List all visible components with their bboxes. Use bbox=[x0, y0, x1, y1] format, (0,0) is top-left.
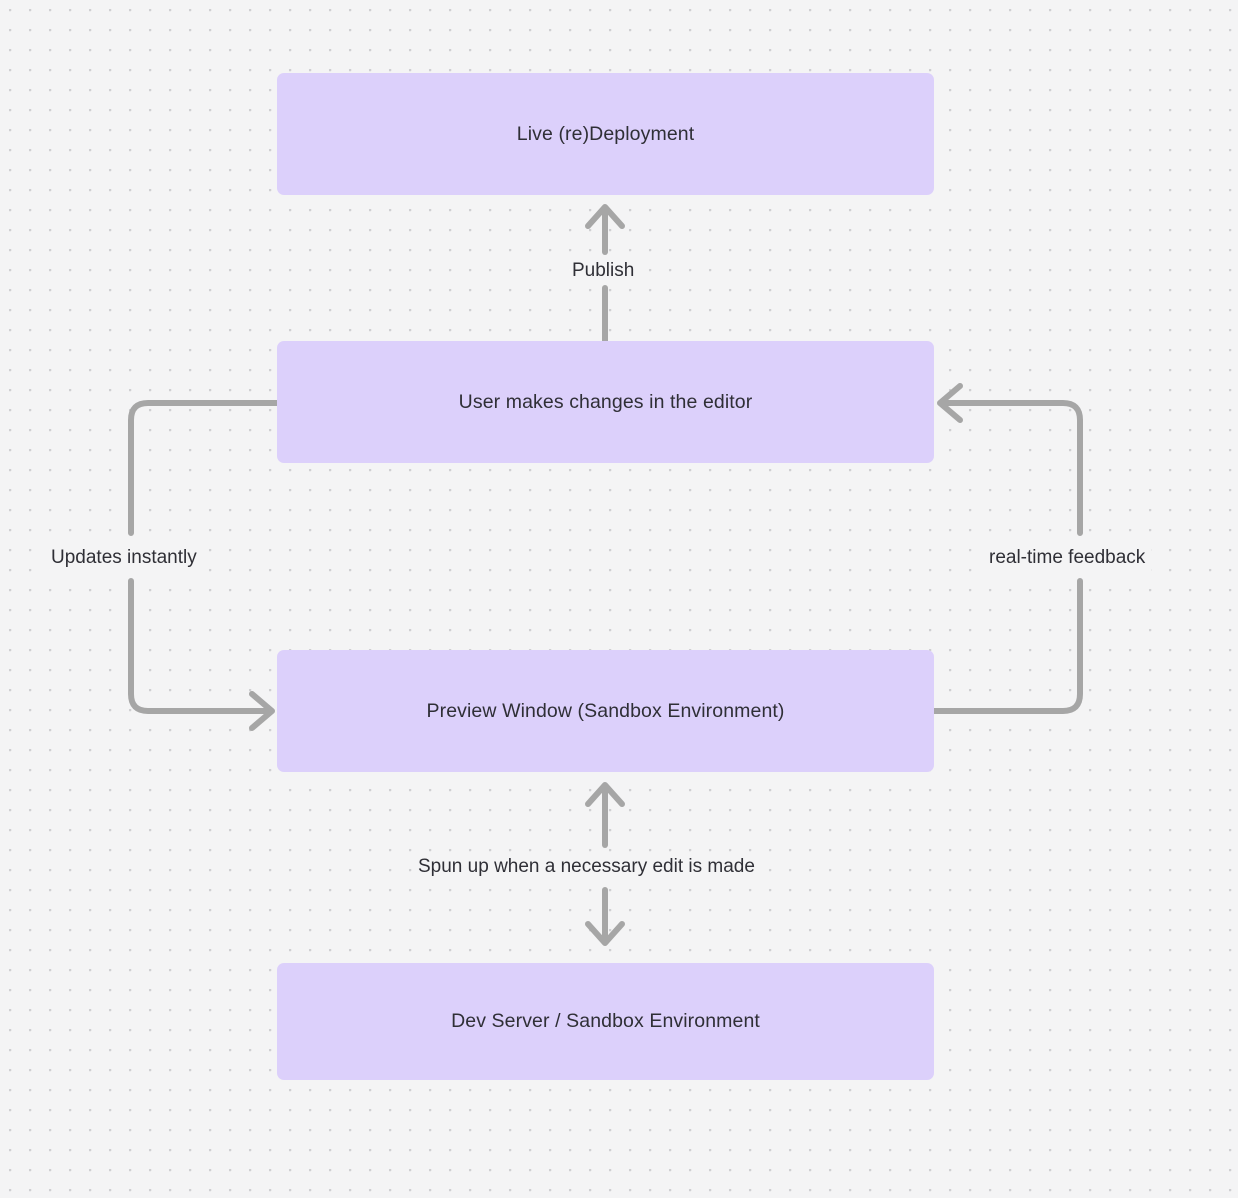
node-user-makes-changes[interactable]: User makes changes in the editor bbox=[277, 341, 934, 463]
node-user-makes-changes-label: User makes changes in the editor bbox=[458, 390, 753, 413]
node-dev-server[interactable]: Dev Server / Sandbox Environment bbox=[277, 963, 934, 1080]
edge-label-publish: Publish bbox=[566, 258, 641, 285]
node-live-redeployment[interactable]: Live (re)Deployment bbox=[277, 73, 934, 195]
node-preview-window[interactable]: Preview Window (Sandbox Environment) bbox=[277, 650, 934, 772]
edge-label-spun-up: Spun up when a necessary edit is made bbox=[412, 854, 761, 881]
edge-label-updates-instantly: Updates instantly bbox=[45, 545, 203, 572]
node-live-redeployment-label: Live (re)Deployment bbox=[516, 122, 695, 145]
node-dev-server-label: Dev Server / Sandbox Environment bbox=[451, 1010, 760, 1033]
edge-label-realtime-feedback: real-time feedback bbox=[983, 545, 1152, 572]
node-preview-window-label: Preview Window (Sandbox Environment) bbox=[426, 699, 785, 722]
